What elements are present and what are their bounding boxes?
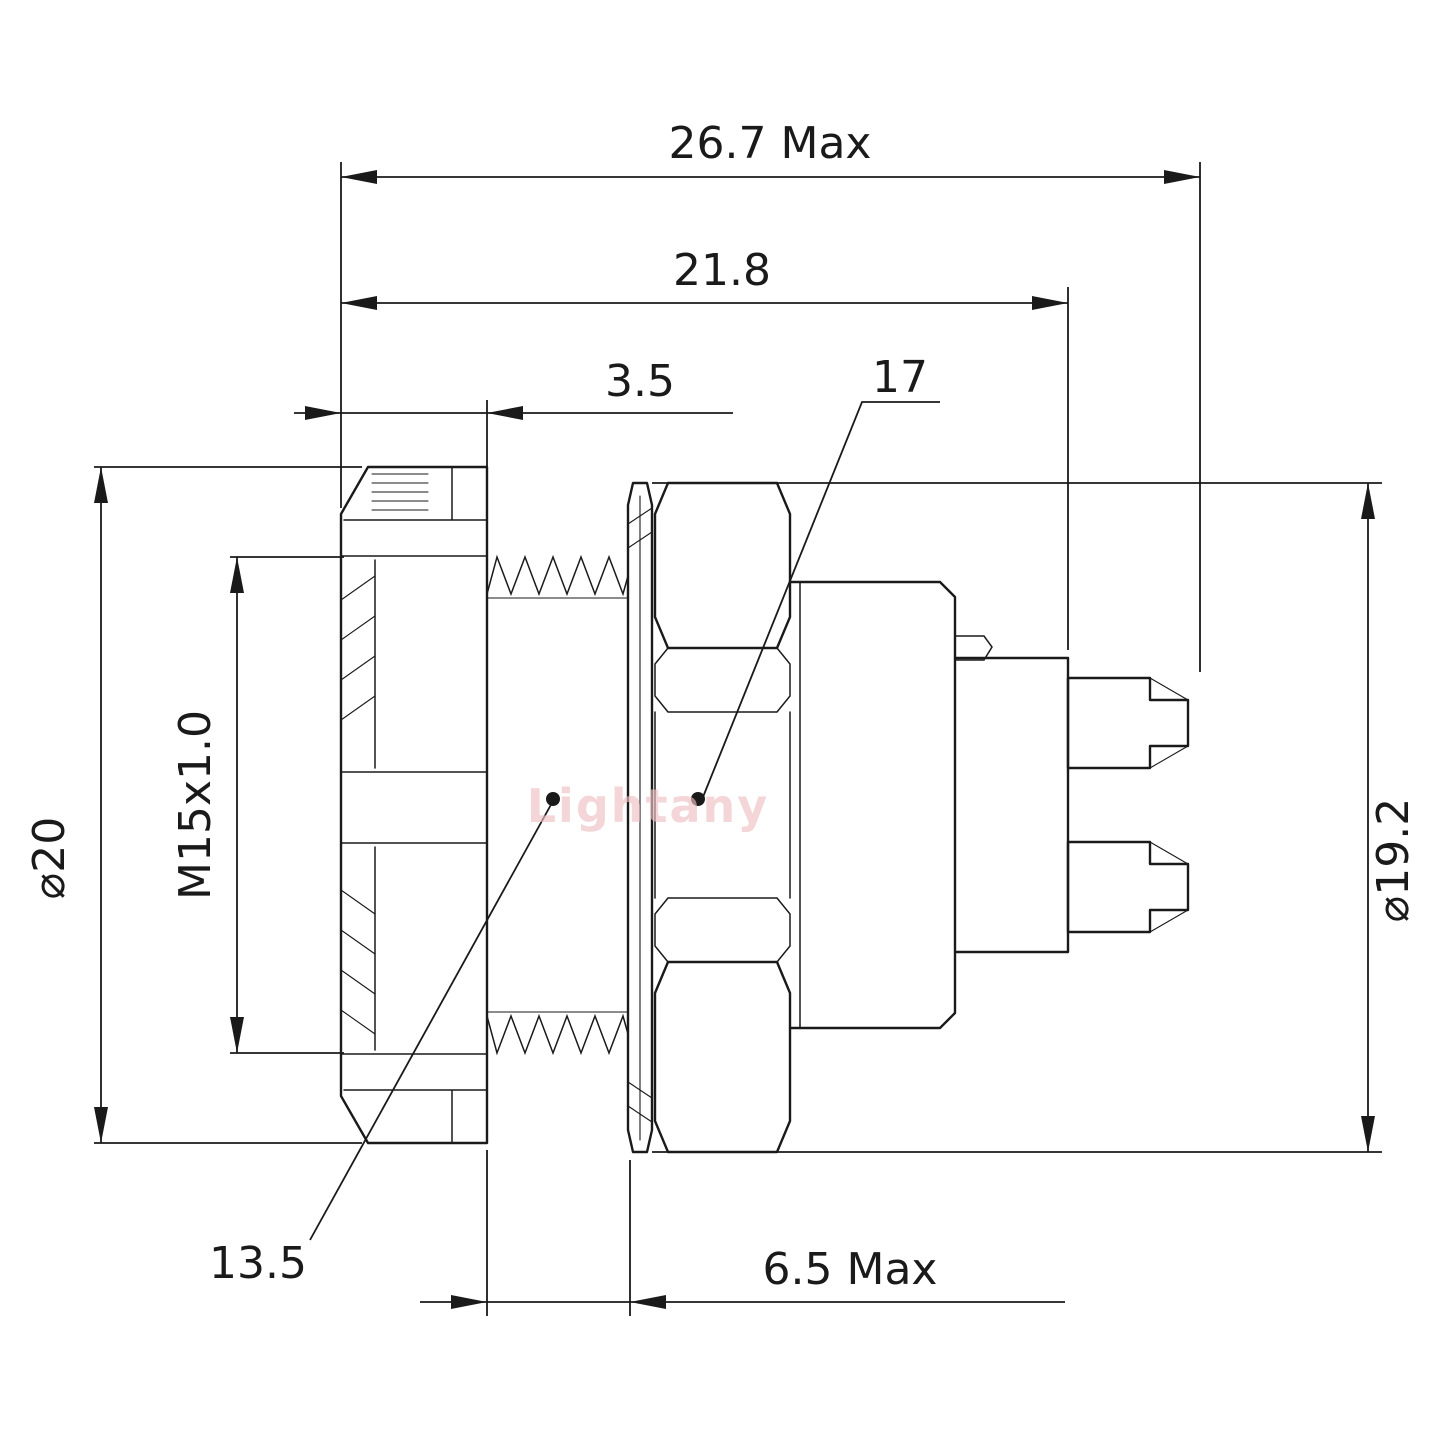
dim-nut-dia-arrow-bottom xyxy=(1361,1116,1375,1152)
dim-hex-leader-line xyxy=(702,401,940,798)
dim-panel-extension-lines xyxy=(486,1150,631,1316)
hex-flats-reference-dot xyxy=(691,792,705,806)
contact-pin-top-chamfers xyxy=(1149,677,1189,769)
dim-overall-length: 26.7 Max xyxy=(340,118,1201,672)
dim-body-arrow-left xyxy=(341,296,377,310)
dim-thread-arrow-bottom xyxy=(230,1017,244,1053)
dim-label-thread-length: 13.5 xyxy=(209,1238,307,1289)
dim-panel-arrow-right xyxy=(630,1295,666,1309)
lock-washer-outline xyxy=(626,481,654,1154)
dim-flange-arrow-left xyxy=(305,406,341,420)
dim-overall-extension-lines xyxy=(340,162,1201,672)
hex-nut-side-edges xyxy=(654,711,791,899)
solder-contacts xyxy=(1066,676,1190,934)
dim-thread-length-leader xyxy=(309,800,554,1241)
dim-body-arrow-right xyxy=(1032,296,1068,310)
dim-thread-arrow-top xyxy=(230,557,244,593)
orientation-key-tab xyxy=(954,635,993,661)
back-shell xyxy=(788,580,1070,1030)
thread-top-profile xyxy=(486,554,629,597)
thread-bottom-profile xyxy=(486,1013,629,1056)
dim-body-length: 21.8 xyxy=(341,245,1069,650)
dim-label-flange-thickness: 3.5 xyxy=(605,356,675,407)
watermark-text: Lightany xyxy=(527,779,770,833)
hex-nut-facet-top xyxy=(653,481,792,650)
dim-label-panel-thickness: 6.5 Max xyxy=(763,1244,938,1295)
rear-collar-outline xyxy=(953,656,1070,954)
dim-flange-arrow-right xyxy=(487,406,523,420)
thread-length-reference-dot xyxy=(546,792,560,806)
dim-label-nut-diameter: ⌀19.2 xyxy=(1368,798,1419,922)
dim-thread-spec: M15x1.0 xyxy=(170,556,344,1054)
dim-panel-arrow-left xyxy=(451,1295,487,1309)
dim-hex-across-flats: 17 xyxy=(702,352,940,798)
hex-nut xyxy=(653,481,792,1154)
dim-label-thread-spec: M15x1.0 xyxy=(170,710,221,900)
dim-label-front-diameter: ⌀20 xyxy=(24,817,75,899)
lock-washer-serrations xyxy=(627,507,653,1123)
contact-pin-top xyxy=(1066,676,1190,770)
contact-pin-bottom-chamfers xyxy=(1149,841,1189,933)
front-nut xyxy=(339,465,489,1145)
dim-label-body-length: 21.8 xyxy=(673,245,771,296)
dim-nut-diameter: ⌀19.2 xyxy=(652,482,1419,1153)
dim-flange-thickness: 3.5 xyxy=(294,356,733,468)
dim-thread-extension-lines xyxy=(230,556,344,1054)
dim-front-diameter: ⌀20 xyxy=(24,466,362,1144)
dim-panel-thickness: 6.5 Max xyxy=(420,1150,1065,1316)
dim-overall-arrow-left xyxy=(341,170,377,184)
thread-section xyxy=(486,554,629,1056)
lock-washer xyxy=(626,481,654,1154)
front-nut-serrations xyxy=(340,575,376,1035)
hex-nut-facet-lower-band xyxy=(654,897,791,963)
dim-front-dia-arrow-bottom xyxy=(94,1107,108,1143)
dim-overall-arrow-right xyxy=(1164,170,1200,184)
dim-front-dia-extension-lines xyxy=(94,466,362,1144)
hex-nut-facet-bottom xyxy=(653,960,792,1154)
front-nut-detail-lines xyxy=(340,466,488,1144)
dim-nut-dia-extension-lines xyxy=(652,482,1382,1153)
back-shell-outline xyxy=(788,580,957,1030)
front-nut-outline xyxy=(339,465,489,1145)
front-nut-knurl-lines xyxy=(371,473,429,511)
dim-nut-dia-arrow-top xyxy=(1361,483,1375,519)
dim-thread-length: 13.5 xyxy=(209,800,554,1289)
dim-label-hex-across-flats: 17 xyxy=(872,352,928,403)
dim-front-dia-arrow-top xyxy=(94,467,108,503)
contact-pin-bottom xyxy=(1066,840,1190,934)
dim-label-overall-length: 26.7 Max xyxy=(669,118,872,169)
hex-nut-facet-upper-band xyxy=(654,647,791,713)
